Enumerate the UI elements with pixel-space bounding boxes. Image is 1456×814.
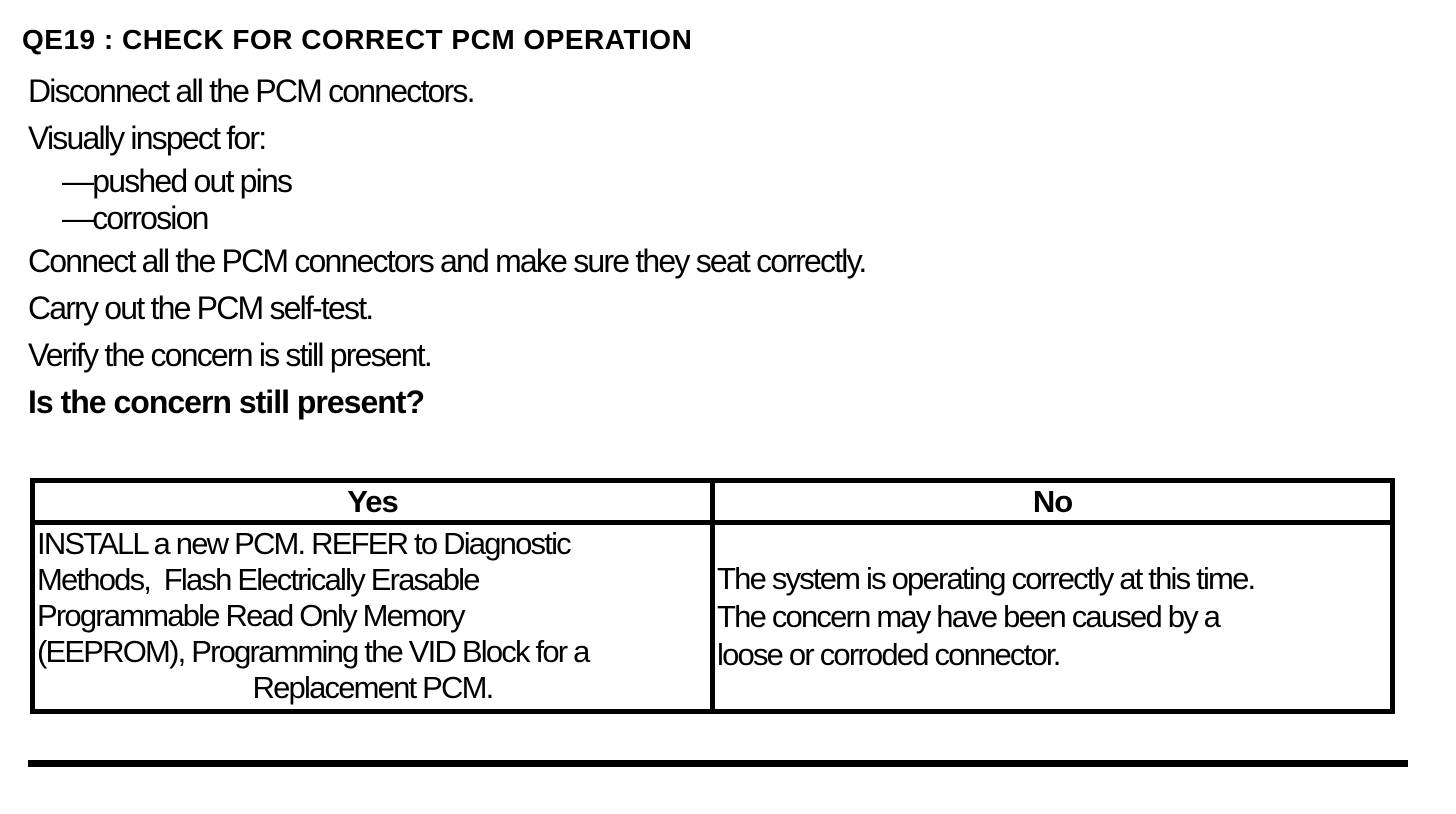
horizontal-rule bbox=[28, 760, 1408, 767]
yes-action-cell: INSTALL a new PCM. REFER to Diagnostic M… bbox=[30, 520, 715, 714]
no-action-line-1: The system is operating correctly at thi… bbox=[717, 561, 1256, 596]
inspection-item-corrosion: —corrosion bbox=[62, 200, 209, 236]
no-column-header: No bbox=[710, 478, 1395, 525]
yes-action-line-2: Methods, Flash Electrically Erasable bbox=[37, 562, 480, 597]
yes-column-header: Yes bbox=[30, 478, 715, 525]
no-action-line-2: The concern may have been caused by a bbox=[717, 599, 1221, 634]
yes-action-line-1: INSTALL a new PCM. REFER to Diagnostic bbox=[37, 526, 572, 561]
inspection-item-pushed-pins: —pushed out pins bbox=[62, 163, 293, 199]
no-action-cell: The system is operating correctly at thi… bbox=[710, 520, 1395, 714]
results-table-action-row: INSTALL a new PCM. REFER to Diagnostic M… bbox=[30, 520, 1395, 714]
procedure-step-connect: Connect all the PCM connectors and make … bbox=[28, 243, 867, 279]
yes-action-line-3: Programmable Read Only Memory bbox=[37, 598, 466, 633]
results-table: Yes No INSTALL a new PCM. REFER to Diagn… bbox=[30, 478, 1395, 714]
procedure-step-inspect: Visually inspect for: bbox=[28, 120, 267, 156]
yes-action-line-5: Replacement PCM. bbox=[252, 670, 495, 705]
yes-action-line-4: (EEPROM), Programming the VID Block for … bbox=[37, 634, 590, 669]
procedure-step-verify: Verify the concern is still present. bbox=[28, 337, 433, 373]
procedure-heading: QE19 : CHECK FOR CORRECT PCM OPERATION bbox=[22, 24, 693, 55]
decision-question: Is the concern still present? bbox=[28, 384, 425, 420]
procedure-step-disconnect: Disconnect all the PCM connectors. bbox=[28, 73, 476, 109]
no-action-line-3: loose or corroded connector. bbox=[717, 637, 1061, 672]
procedure-step-selftest: Carry out the PCM self-test. bbox=[28, 290, 374, 326]
results-table-header-row: Yes No bbox=[30, 478, 1395, 525]
procedure-steps: Disconnect all the PCM connectors. Visua… bbox=[28, 74, 1128, 419]
